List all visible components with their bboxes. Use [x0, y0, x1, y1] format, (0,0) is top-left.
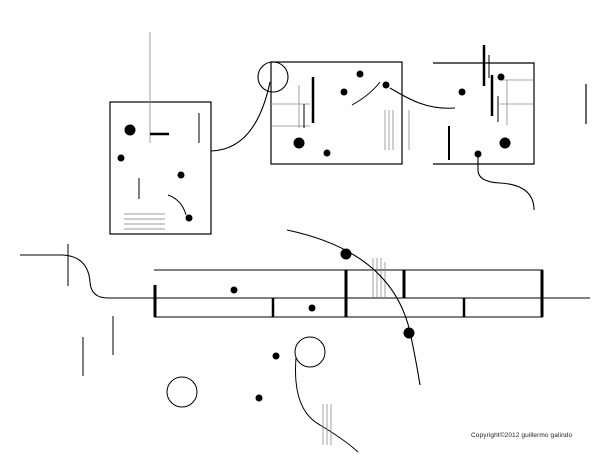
box-middle-grey-lines [271, 85, 410, 150]
staff-dot-large [403, 327, 415, 339]
scatter-dot [272, 352, 280, 360]
scatter-dot [255, 394, 263, 402]
box-middle-frame [270, 61, 403, 165]
scatter-hook-curve [295, 357, 359, 453]
box-left-dot [177, 171, 185, 179]
box-middle-dot [323, 149, 331, 157]
scatter-open-circle [166, 376, 198, 408]
staff-dot-large [340, 248, 352, 260]
box-right-dot-large [499, 137, 511, 149]
box-left-frame [109, 101, 212, 235]
box-right [433, 45, 587, 211]
copyright-text: Copyright©2012 guillermo galindo [471, 432, 573, 439]
box-right-grey-lines [500, 79, 534, 125]
connector-curve-b-c [389, 87, 456, 109]
box-right-dot [497, 73, 505, 81]
lower-scatter [82, 316, 359, 453]
scatter-open-circle [294, 336, 326, 368]
box-left-inner-curve [167, 194, 187, 216]
box-right-tail-curve [477, 156, 535, 211]
scatter-grey-hatching [322, 404, 332, 445]
box-left-dot [117, 154, 125, 162]
box-right-dot [474, 150, 482, 158]
lower-structure [20, 229, 590, 386]
box-middle-dot [340, 88, 348, 96]
box-middle-dot [356, 70, 364, 78]
box-left-dot-large [124, 124, 136, 136]
box-middle-dot-large [293, 137, 305, 149]
box-left [109, 32, 212, 235]
box-left-dot [185, 214, 193, 222]
staff-dot [308, 304, 316, 312]
box-left-hatching [124, 213, 165, 230]
box-middle-arc [351, 81, 381, 106]
staff-dot [230, 286, 238, 294]
box-right-dot [458, 88, 466, 96]
box-middle [257, 61, 410, 165]
box-middle-corner-circle [257, 61, 289, 93]
connector-curve-a-b [210, 81, 271, 152]
hook-line [20, 254, 154, 299]
staff-grey-hatching [372, 258, 386, 298]
sweeping-arc [286, 229, 421, 386]
box-middle-dot [382, 81, 390, 89]
